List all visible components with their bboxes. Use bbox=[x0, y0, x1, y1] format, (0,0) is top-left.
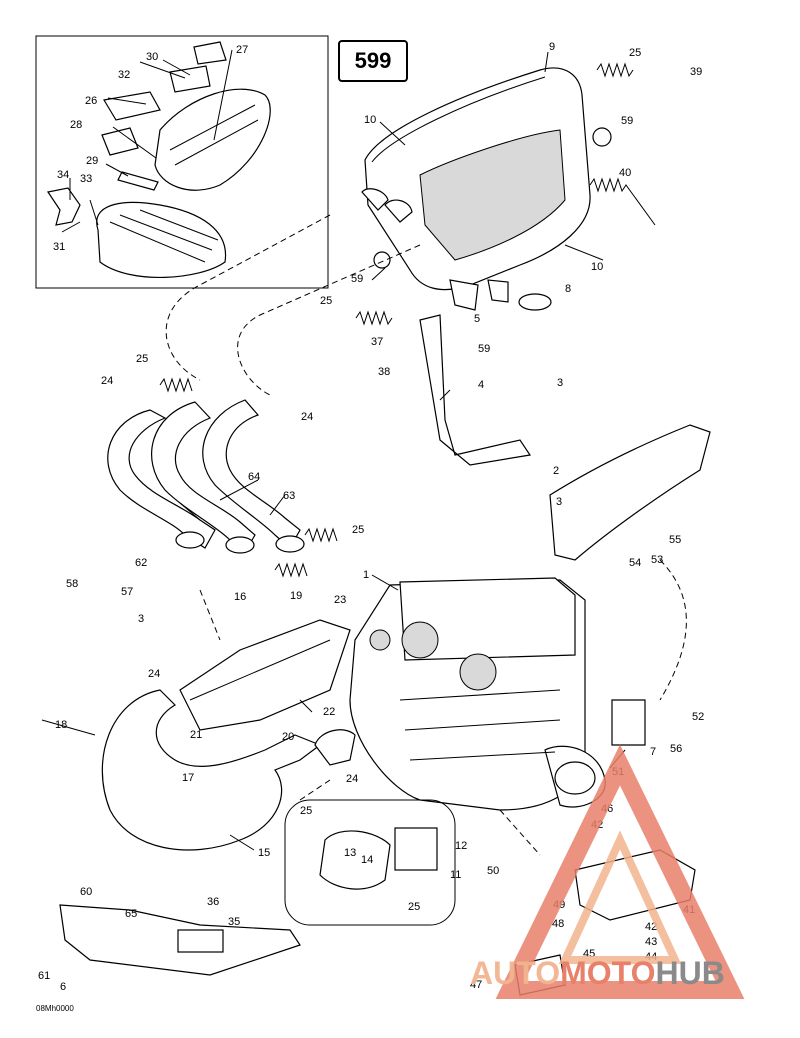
callout-label: 29 bbox=[86, 155, 98, 167]
callout-label: 20 bbox=[282, 731, 294, 743]
callout-label: 3 bbox=[138, 613, 144, 625]
callout-label: 10 bbox=[591, 261, 603, 273]
callout-label: 18 bbox=[55, 719, 67, 731]
callout-label: 59 bbox=[351, 273, 363, 285]
watermark-logo bbox=[495, 744, 745, 999]
exhaust-tubes bbox=[107, 399, 305, 554]
watermark-text: AUTOMOTOHUB bbox=[470, 955, 725, 992]
muffler bbox=[361, 67, 612, 311]
callout-label: 50 bbox=[487, 865, 499, 877]
callout-label: 24 bbox=[346, 773, 358, 785]
callout-label: 23 bbox=[334, 594, 346, 606]
callout-label: 64 bbox=[248, 471, 260, 483]
callout-label: 27 bbox=[236, 44, 248, 56]
callout-label: 34 bbox=[57, 169, 69, 181]
callout-label: 38 bbox=[378, 366, 390, 378]
callout-label: 13 bbox=[344, 847, 356, 859]
callout-label: 33 bbox=[80, 173, 92, 185]
callout-label: 11 bbox=[450, 869, 461, 881]
callout-label: 60 bbox=[80, 886, 92, 898]
callout-label: 40 bbox=[619, 167, 631, 179]
callout-label: 37 bbox=[371, 336, 383, 348]
callout-label: 25 bbox=[352, 524, 364, 536]
callout-label: 6 bbox=[60, 981, 66, 993]
callout-label: 62 bbox=[135, 557, 147, 569]
callout-label: 59 bbox=[478, 343, 490, 355]
callout-label: 25 bbox=[136, 353, 148, 365]
callout-label: 3 bbox=[557, 377, 563, 389]
callout-label: 47 bbox=[470, 979, 482, 991]
callout-label: 19 bbox=[290, 590, 302, 602]
callout-label: 4 bbox=[478, 379, 484, 391]
callout-label: 5 bbox=[474, 313, 480, 325]
callout-label: 59 bbox=[621, 115, 633, 127]
callout-label: 58 bbox=[66, 578, 78, 590]
callout-label: 43 bbox=[645, 936, 657, 948]
document-code: 08Mh0000 bbox=[36, 1004, 74, 1013]
callout-label: 65 bbox=[125, 908, 137, 920]
callout-label: 12 bbox=[455, 840, 467, 852]
callout-label: 25 bbox=[408, 901, 420, 913]
springs bbox=[159, 62, 656, 578]
callout-label: 61 bbox=[38, 970, 50, 982]
callout-label: 10 bbox=[364, 114, 376, 126]
callout-label: 2 bbox=[553, 465, 559, 477]
callout-label: 14 bbox=[361, 854, 373, 866]
watermark-part-1: AUTO bbox=[470, 955, 561, 991]
callout-label: 1 bbox=[363, 569, 369, 581]
callout-label: 48 bbox=[552, 918, 564, 930]
callout-label: 55 bbox=[669, 534, 681, 546]
callout-label: 54 bbox=[629, 557, 641, 569]
callout-label: 9 bbox=[549, 41, 555, 53]
callout-label: 3 bbox=[556, 496, 562, 508]
callout-label: 15 bbox=[258, 847, 270, 859]
callout-label: 24 bbox=[301, 411, 313, 423]
callout-label: 56 bbox=[670, 743, 682, 755]
callout-label: 53 bbox=[651, 554, 663, 566]
callout-label: 32 bbox=[118, 69, 130, 81]
leader-lines bbox=[41, 51, 626, 851]
engine bbox=[349, 577, 606, 811]
callout-label: 30 bbox=[146, 51, 158, 63]
watermark-part-3: HUB bbox=[655, 955, 725, 991]
callout-label: 63 bbox=[283, 490, 295, 502]
callout-label: 52 bbox=[692, 711, 704, 723]
callout-label: 25 bbox=[629, 47, 641, 59]
callout-label: 22 bbox=[323, 706, 335, 718]
callout-label: 26 bbox=[85, 95, 97, 107]
heat-shield bbox=[59, 904, 301, 976]
callout-label: 35 bbox=[228, 916, 240, 928]
callout-label: 8 bbox=[565, 283, 571, 295]
inset-detail-box bbox=[35, 35, 329, 289]
routing-lines bbox=[165, 214, 687, 856]
callout-label: 36 bbox=[207, 896, 219, 908]
callout-label: 31 bbox=[53, 241, 65, 253]
callout-label: 28 bbox=[70, 119, 82, 131]
watermark-part-2: MOTO bbox=[560, 955, 656, 991]
callout-label: 25 bbox=[300, 805, 312, 817]
callout-label: 7 bbox=[650, 746, 656, 758]
callout-label: 24 bbox=[148, 668, 160, 680]
callout-label: 39 bbox=[690, 66, 702, 78]
callout-label: 16 bbox=[234, 591, 246, 603]
callout-label: 57 bbox=[121, 586, 133, 598]
tuned-pipe bbox=[101, 619, 356, 851]
callout-label: 24 bbox=[101, 375, 113, 387]
callout-label: 17 bbox=[182, 772, 194, 784]
callout-label: 25 bbox=[320, 295, 332, 307]
callout-label: 21 bbox=[190, 729, 202, 741]
flange-detail bbox=[284, 799, 456, 926]
page-number-badge: 599 bbox=[338, 40, 408, 82]
callout-labels: 27 30 32 26 28 29 34 33 31 9 25 39 10 59… bbox=[38, 41, 704, 993]
